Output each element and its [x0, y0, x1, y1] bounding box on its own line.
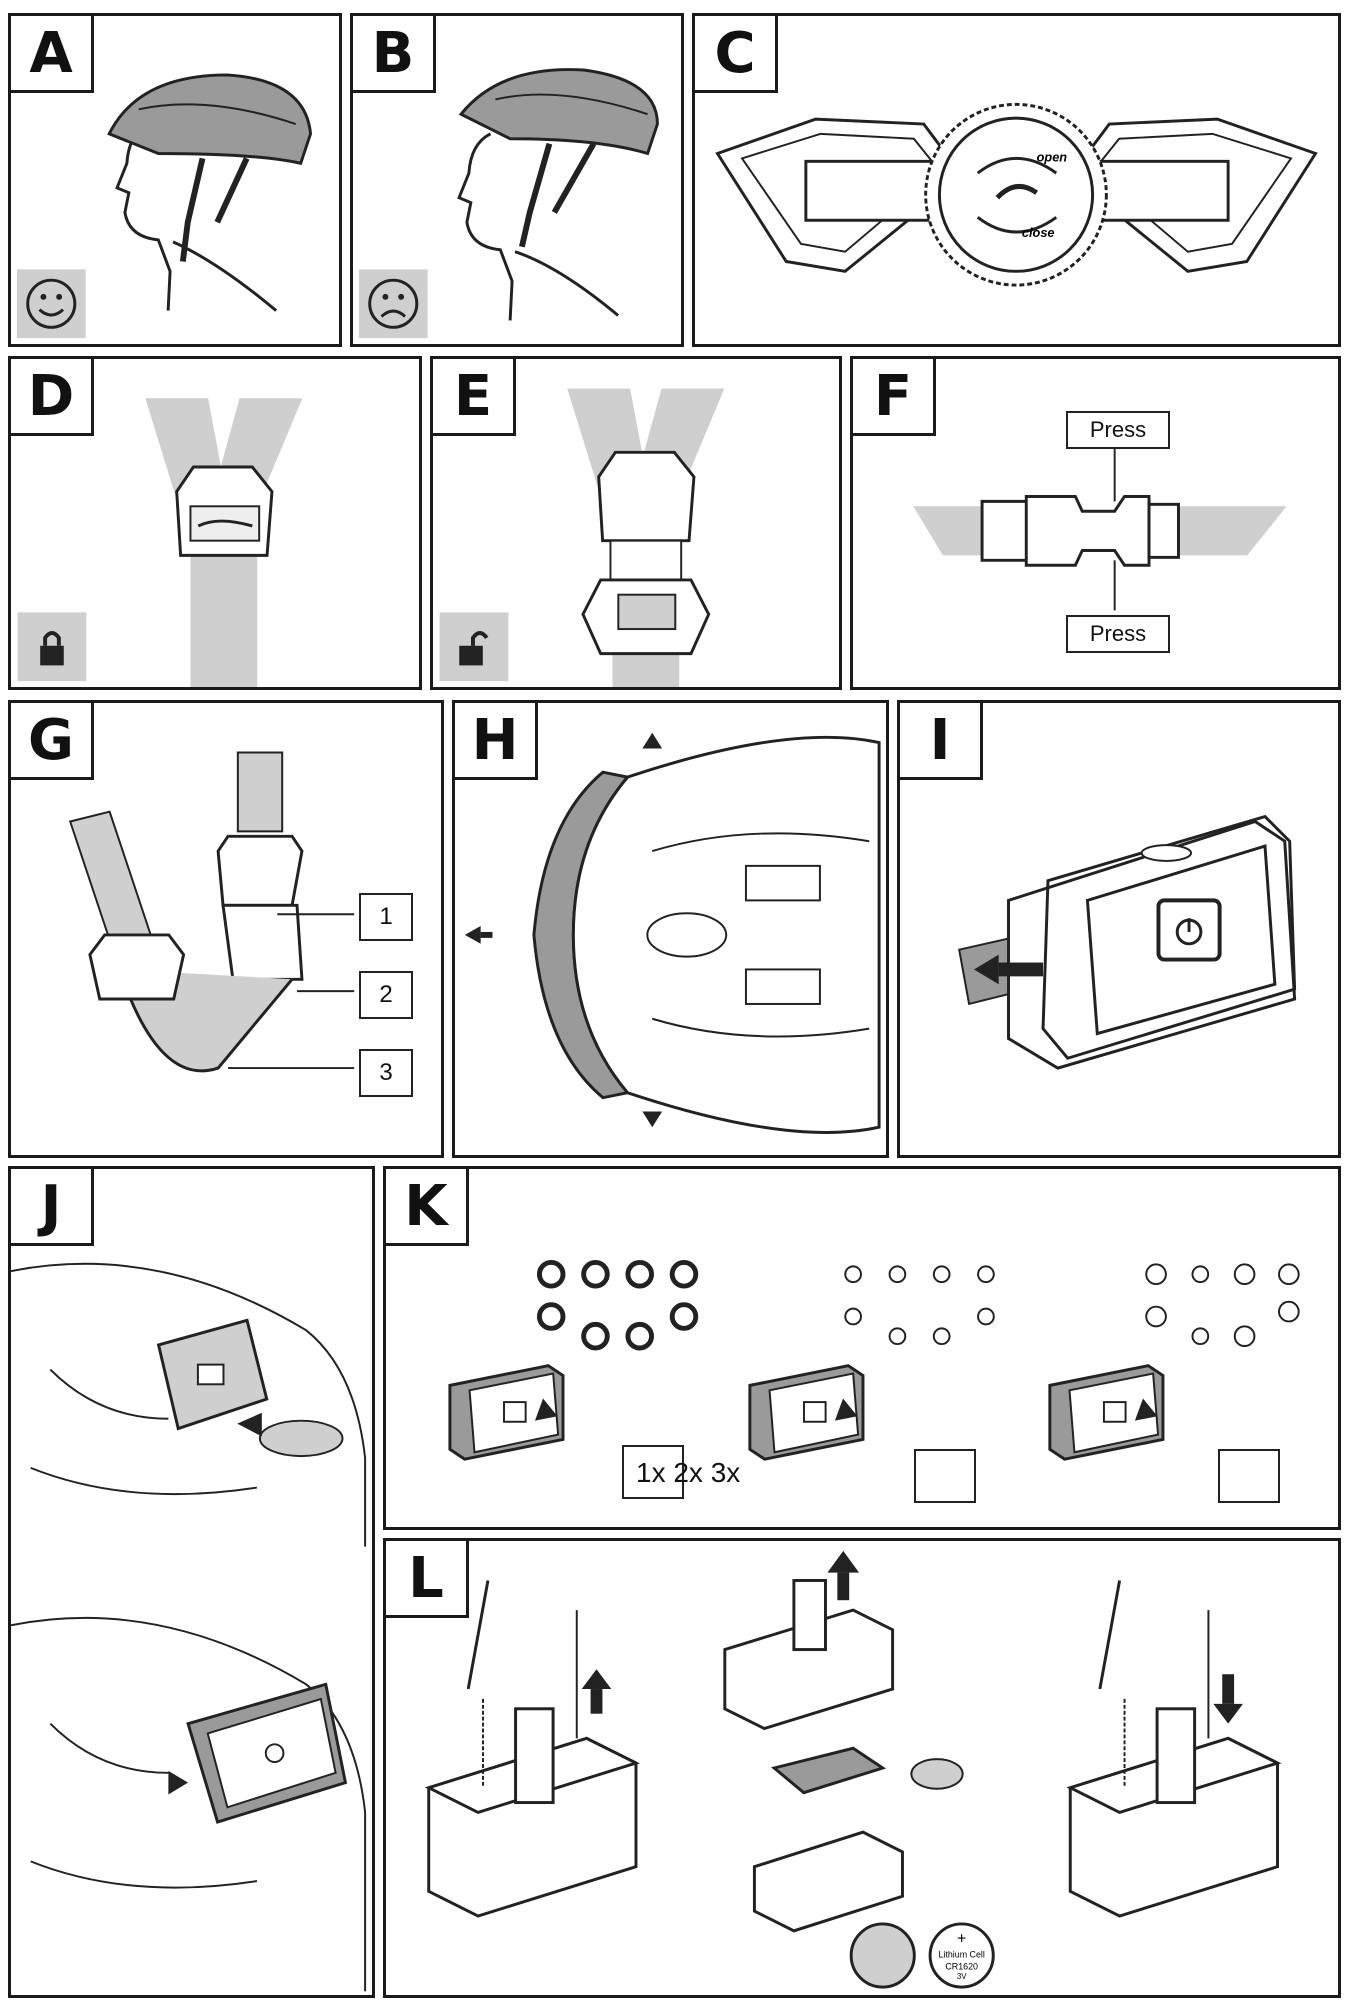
callout-2: 2 — [359, 971, 413, 1019]
press-top-label: Press — [1066, 411, 1170, 449]
mode-box-3 — [1218, 1449, 1280, 1503]
mode-flash-led-pattern — [844, 1265, 995, 1346]
battery-type-label: Lithium Cell — [938, 1949, 984, 1959]
arrow-left-icon — [464, 926, 493, 944]
mode-steady-led-pattern — [536, 1259, 699, 1351]
unscrew-step — [424, 1580, 640, 1918]
panel-letter: F — [853, 359, 936, 436]
panel-letter: B — [353, 16, 436, 93]
press-bottom-label: Press — [1066, 615, 1170, 653]
panel-e-strap-unlocked: E — [430, 356, 842, 690]
power-button-icon — [1156, 898, 1222, 962]
panel-b-incorrect-fit: B — [350, 13, 684, 347]
arrow-down-icon — [642, 1111, 663, 1128]
lock-open-icon — [459, 631, 489, 666]
dial-adjuster-illustration: open close — [715, 102, 1318, 287]
sad-face-icon — [368, 278, 419, 329]
panel-letter: E — [433, 359, 516, 436]
panel-h-visor-removal: H — [452, 700, 889, 1158]
pull-arrow-icon — [973, 954, 1044, 985]
panel-letter: C — [695, 16, 778, 93]
mode-box-1 — [622, 1445, 684, 1499]
battery-voltage-label: 3V — [957, 1972, 967, 1981]
light-modes-illustration — [448, 1259, 1300, 1461]
strap-lock-open-illustration — [439, 388, 725, 687]
mode-alternate-led-pattern — [1145, 1263, 1300, 1348]
panel-i-light-activation: I — [897, 700, 1341, 1158]
light-pull-tab-illustration — [958, 814, 1297, 1070]
battery-replacement-illustration: + Lithium Cell CR1620 3V — [424, 1550, 1282, 1989]
panel-letter: K — [386, 1169, 469, 1246]
mode-counts-label: 1x 2x 3x — [636, 1457, 741, 1488]
panel-letter: H — [455, 703, 538, 780]
buckle-release-illustration — [913, 447, 1287, 611]
helmet-incorrect-fit-illustration — [358, 68, 659, 339]
panel-letter: G — [11, 703, 94, 780]
panel-a-correct-fit: A — [8, 13, 342, 347]
strap-lock-closed-illustration — [17, 398, 303, 687]
screw-back-step — [1066, 1580, 1282, 1918]
coin-battery-icon: + Lithium Cell CR1620 3V — [849, 1922, 995, 1989]
panel-letter: J — [11, 1169, 94, 1246]
panel-g-strap-adjust: G 1 2 3 — [8, 700, 444, 1158]
battery-plus-label: + — [957, 1931, 966, 1948]
mount-light-illustration — [11, 1262, 367, 1992]
panel-d-strap-locked: D — [8, 356, 422, 690]
arrow-up-icon — [642, 732, 663, 749]
panel-letter: I — [900, 703, 983, 780]
callout-1: 1 — [359, 893, 413, 941]
visor-removal-illustration — [464, 732, 881, 1134]
strap-adjust-illustration — [68, 751, 355, 1073]
panel-f-buckle-release: F Press Press — [850, 356, 1341, 690]
lock-closed-icon — [40, 631, 64, 666]
mode-box-2 — [914, 1449, 976, 1503]
smiley-face-icon — [26, 278, 77, 329]
helmet-correct-fit-illustration — [16, 73, 313, 339]
panel-letter: L — [386, 1541, 469, 1618]
panel-l-battery-replacement: L + Lithium Cell CR1620 3V — [383, 1538, 1341, 1998]
dial-close-label: close — [1022, 225, 1055, 240]
panel-c-dial-adjuster: C open close — [692, 13, 1341, 347]
panel-letter: D — [11, 359, 94, 436]
battery-model-label: CR1620 — [945, 1961, 978, 1971]
panel-j-mount-light: J — [8, 1166, 375, 1998]
open-housing-step — [723, 1550, 964, 1933]
panel-k-light-modes: K 1x 2x 3x — [383, 1166, 1341, 1530]
dial-open-label: open — [1037, 149, 1068, 164]
panel-letter: A — [11, 16, 94, 93]
callout-3: 3 — [359, 1049, 413, 1097]
